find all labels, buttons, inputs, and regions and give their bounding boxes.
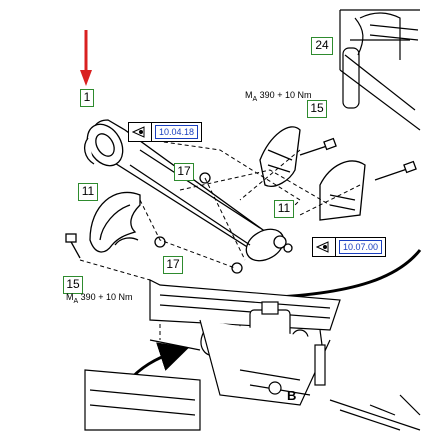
reference-code-upper[interactable]: 10.04.18 — [155, 125, 199, 139]
callout-17-upper: 17 — [174, 163, 194, 181]
right-brackets-11 — [259, 126, 366, 221]
callout-17-lower: 17 — [163, 256, 183, 274]
callout-1: 1 — [80, 89, 94, 107]
reference-box-lower: 10.07.00 — [312, 237, 387, 257]
callout-24: 24 — [311, 37, 333, 55]
callout-15-lower: 15 — [63, 276, 83, 294]
tube-assembly — [83, 119, 293, 262]
detail-letter-b: B — [287, 388, 297, 403]
curved-arrow-upper — [254, 249, 422, 300]
lower-mechanism — [84, 279, 421, 431]
red-indicator-arrow — [80, 30, 92, 86]
view-eye-icon — [313, 238, 336, 256]
reference-box-upper: 10.04.18 — [128, 122, 203, 142]
top-right-frame — [339, 9, 421, 131]
reference-code-lower[interactable]: 10.07.00 — [339, 240, 383, 254]
callout-15-upper: 15 — [307, 100, 327, 118]
view-eye-icon — [129, 123, 152, 141]
torque-spec-lower: MA 390 + 10 Nm — [66, 292, 133, 305]
torque-spec-upper: MA 390 + 10 Nm — [245, 90, 312, 103]
callout-11-right: 11 — [274, 200, 294, 218]
callout-11-left: 11 — [78, 183, 98, 201]
bolts — [65, 137, 417, 274]
left-bracket-11 — [89, 191, 141, 253]
